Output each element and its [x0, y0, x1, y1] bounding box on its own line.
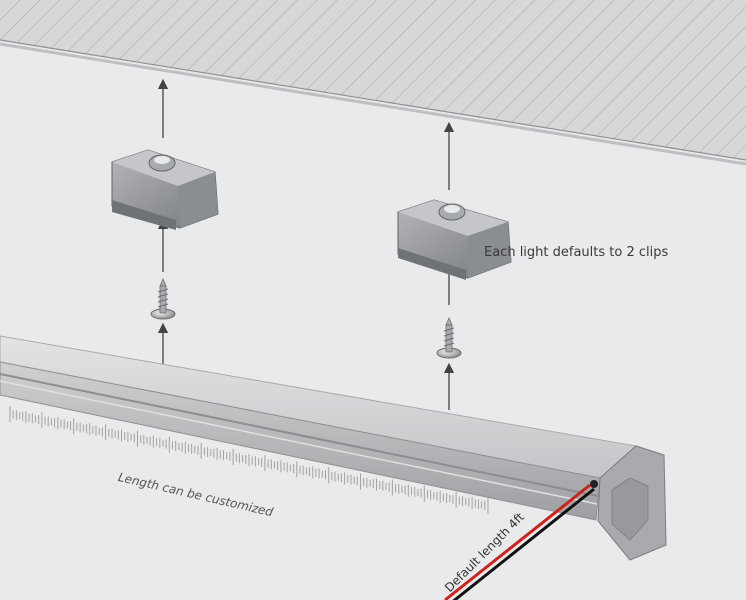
mounting-screw-1 — [150, 277, 176, 320]
mounting-clip-2 — [397, 199, 512, 280]
ceiling-slab — [0, 0, 746, 166]
length-ruler — [9, 406, 489, 514]
mounting-clip-1 — [111, 149, 219, 230]
length-note-label: Length can be customized — [116, 470, 275, 520]
cable-length-label: Default length 4ft — [442, 509, 527, 595]
mounting-screw-2 — [436, 316, 462, 359]
clips-note-label: Each light defaults to 2 clips — [484, 245, 669, 260]
led-profile-bar — [0, 335, 667, 561]
power-cable — [444, 483, 595, 600]
assembly-arrows — [157, 78, 455, 410]
